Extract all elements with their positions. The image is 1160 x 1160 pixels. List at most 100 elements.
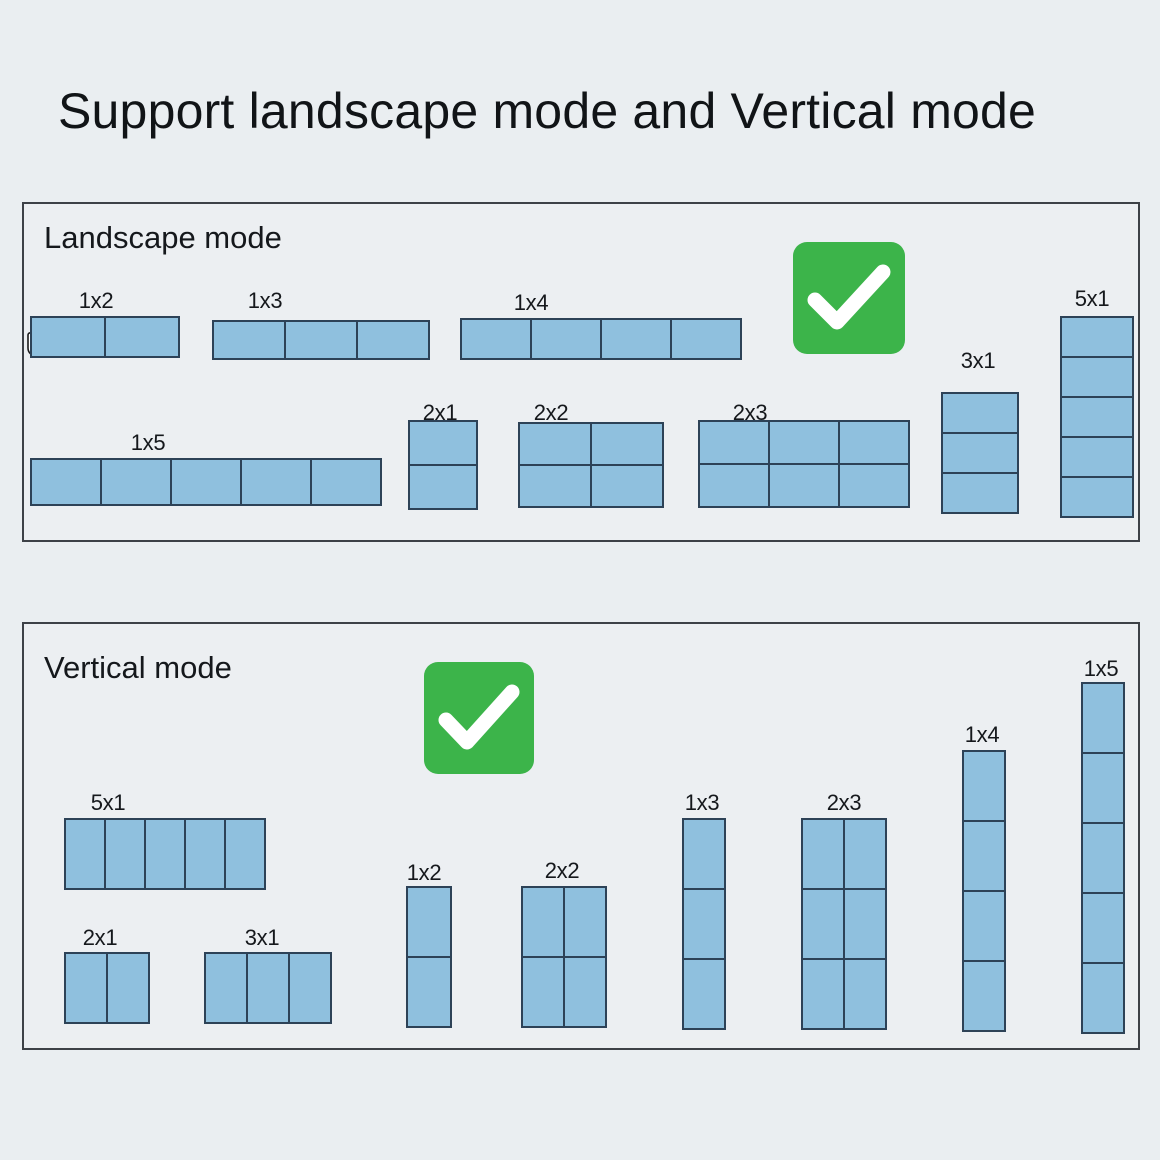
monitor-screen[interactable] <box>32 318 104 356</box>
monitor-screen[interactable] <box>565 888 605 956</box>
monitor-layout-label: 1x5 <box>1083 656 1119 681</box>
monitor-screen[interactable] <box>684 890 724 958</box>
monitor-stand <box>1083 1032 1123 1048</box>
monitor-screen[interactable] <box>358 322 428 358</box>
monitor-screen[interactable] <box>242 460 310 504</box>
monitor-grid[interactable] <box>941 392 1019 514</box>
monitor-screen[interactable] <box>700 465 768 506</box>
monitor-screen[interactable] <box>964 892 1004 960</box>
monitor-screen[interactable] <box>964 752 1004 820</box>
monitor-screen[interactable] <box>66 820 104 888</box>
monitor-screen[interactable] <box>602 320 670 358</box>
monitor-screen[interactable] <box>700 422 768 463</box>
monitor-screen[interactable] <box>1083 894 1123 962</box>
monitor-stand <box>301 358 341 374</box>
monitor-screen[interactable] <box>1083 684 1123 752</box>
monitor-screen[interactable] <box>565 958 605 1026</box>
monitor-screen[interactable] <box>964 962 1004 1030</box>
monitor-grid[interactable] <box>212 320 430 360</box>
monitor-screen[interactable] <box>186 820 224 888</box>
monitor-screen[interactable] <box>108 954 148 1022</box>
monitor-screen[interactable] <box>845 960 885 1028</box>
monitor-grid[interactable] <box>204 952 332 1024</box>
monitor-screen[interactable] <box>1062 478 1132 516</box>
monitor-layout-label: 1x4 <box>513 290 549 315</box>
monitor-screen[interactable] <box>520 424 590 464</box>
monitor-stand <box>185 888 225 904</box>
monitor-grid[interactable] <box>30 458 382 506</box>
monitor-screen[interactable] <box>840 422 908 463</box>
monitor-grid[interactable] <box>64 818 266 890</box>
monitor-stand <box>256 504 296 520</box>
monitor-stand <box>713 506 753 522</box>
monitor-screen[interactable] <box>286 322 356 358</box>
monitor-screen[interactable] <box>1062 438 1132 476</box>
monitor-screen[interactable] <box>32 460 100 504</box>
monitor-screen[interactable] <box>408 888 450 956</box>
monitor-grid[interactable] <box>521 886 607 1028</box>
monitor-screen[interactable] <box>672 320 740 358</box>
monitor-screen[interactable] <box>248 954 288 1022</box>
monitor-screen[interactable] <box>592 466 662 506</box>
monitor-screen[interactable] <box>290 954 330 1022</box>
monitor-screen[interactable] <box>964 822 1004 890</box>
monitor-screen[interactable] <box>532 320 600 358</box>
monitor-screen[interactable] <box>943 394 1017 432</box>
monitor-screen[interactable] <box>410 466 476 508</box>
monitor-screen[interactable] <box>523 958 563 1026</box>
monitor-grid[interactable] <box>518 422 664 508</box>
monitor-screen[interactable] <box>206 954 246 1022</box>
monitor-grid[interactable] <box>698 420 910 508</box>
monitor-screen[interactable] <box>146 820 184 888</box>
green-check-badge-icon <box>793 242 905 354</box>
monitor-stand <box>48 356 88 372</box>
monitor-screen[interactable] <box>1083 824 1123 892</box>
monitor-screen[interactable] <box>684 820 724 888</box>
monitor-screen[interactable] <box>592 424 662 464</box>
monitor-screen[interactable] <box>943 474 1017 512</box>
monitor-screen[interactable] <box>770 465 838 506</box>
monitor-screen[interactable] <box>803 890 843 958</box>
monitor-grid[interactable] <box>64 952 150 1024</box>
monitor-stand <box>226 888 266 904</box>
monitor-screen[interactable] <box>943 434 1017 472</box>
monitor-screen[interactable] <box>845 890 885 958</box>
monitor-screen[interactable] <box>845 820 885 888</box>
monitor-screen[interactable] <box>66 954 106 1022</box>
monitor-screen[interactable] <box>226 820 264 888</box>
monitor-stand <box>228 358 268 374</box>
monitor-screen[interactable] <box>1083 964 1123 1032</box>
monitor-screen[interactable] <box>312 460 380 504</box>
monitor-screen[interactable] <box>172 460 240 504</box>
monitor-screen[interactable] <box>523 888 563 956</box>
page-title: Support landscape mode and Vertical mode <box>58 83 1037 139</box>
monitor-screen[interactable] <box>408 958 450 1026</box>
monitor-grid[interactable] <box>406 886 452 1028</box>
monitor-grid[interactable] <box>1060 316 1134 518</box>
monitor-stand <box>105 888 145 904</box>
monitor-screen[interactable] <box>803 820 843 888</box>
monitor-screen[interactable] <box>214 322 284 358</box>
monitor-screen[interactable] <box>106 820 144 888</box>
monitor-grid[interactable] <box>460 318 742 360</box>
monitor-grid[interactable] <box>801 818 887 1030</box>
monitor-screen[interactable] <box>1062 318 1132 356</box>
monitor-grid[interactable] <box>1081 682 1125 1034</box>
monitor-screen[interactable] <box>1062 358 1132 396</box>
monitor-grid[interactable] <box>962 750 1006 1032</box>
monitor-screen[interactable] <box>462 320 530 358</box>
monitor-screen[interactable] <box>102 460 170 504</box>
monitor-screen[interactable] <box>410 422 476 464</box>
monitor-screen[interactable] <box>684 960 724 1028</box>
monitor-screen[interactable] <box>1083 754 1123 822</box>
monitor-grid[interactable] <box>682 818 726 1030</box>
monitor-screen[interactable] <box>520 466 590 506</box>
monitor-screen[interactable] <box>770 422 838 463</box>
monitor-screen[interactable] <box>1062 398 1132 436</box>
monitor-screen[interactable] <box>803 960 843 1028</box>
monitor-grid[interactable] <box>408 420 478 510</box>
monitor-grid[interactable] <box>30 316 180 358</box>
monitor-screen[interactable] <box>106 318 178 356</box>
monitor-stand <box>186 504 226 520</box>
monitor-screen[interactable] <box>840 465 908 506</box>
